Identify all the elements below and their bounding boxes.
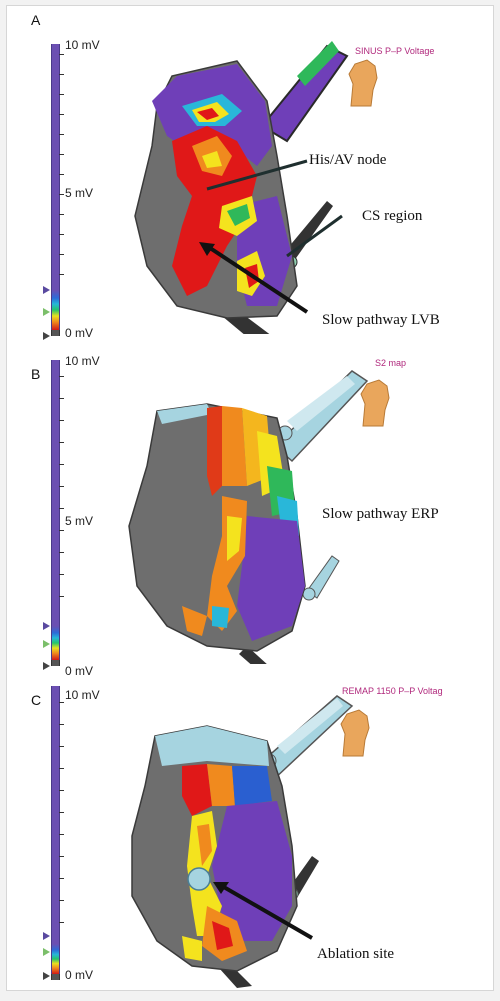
middle-threshold-marker[interactable] (43, 948, 50, 956)
scale-tick (59, 174, 64, 175)
scale-bar-gray (51, 974, 60, 980)
scale-tick (59, 486, 64, 487)
scale-tick (59, 900, 64, 901)
scale-max-label: 10 mV (65, 354, 100, 368)
map-title: REMAP 1150 P–P Voltag (342, 686, 443, 696)
panel-label: A (31, 12, 41, 28)
scale-tick (59, 812, 64, 813)
scale-tick (59, 114, 64, 115)
scale-tick (59, 574, 64, 575)
scale-tick (59, 746, 64, 747)
scale-tick (59, 254, 64, 255)
scale-min-label: 0 mV (65, 968, 94, 982)
scale-tick (59, 154, 64, 155)
scale-tick (59, 74, 64, 75)
scale-min-label: 0 mV (65, 664, 94, 678)
lower-threshold-marker[interactable] (43, 332, 50, 340)
voltage-map-a (134, 41, 349, 334)
panel-a: A 10 mV 5 mV 0 mV (7, 6, 493, 340)
scale-max-label: 10 mV (65, 688, 100, 702)
panel-c: C 10 mV 0 mV (7, 666, 493, 994)
scale-bar-purple (51, 44, 60, 290)
scale-bar-gradient (51, 626, 60, 660)
voltage-map-b (128, 370, 369, 664)
panel-label: C (31, 692, 42, 708)
scale-tick (59, 376, 64, 377)
scale-bar-purple (51, 686, 60, 944)
scale-mid-label: 5 mV (65, 186, 94, 200)
scale-tick (59, 420, 64, 421)
scale-tick (59, 54, 64, 55)
scale-tick (59, 194, 64, 195)
scale-tick (59, 398, 64, 399)
scale-max-label: 10 mV (65, 38, 100, 52)
hand-icon (348, 59, 378, 107)
scale-tick (59, 442, 64, 443)
middle-threshold-marker[interactable] (43, 308, 50, 316)
map-title: SINUS P–P Voltage (355, 46, 435, 56)
hand-icon (340, 709, 370, 757)
panel-label: B (31, 366, 41, 382)
scale-mid-label: 5 mV (65, 514, 94, 528)
annotation-his-av-node: His/AV node (309, 152, 387, 168)
annotation-ablation-site: Ablation site (317, 946, 395, 962)
scale-bar-gray (51, 330, 60, 336)
scale-tick (59, 856, 64, 857)
voltage-map-c (131, 695, 354, 988)
scale-tick (59, 552, 64, 553)
scale-tick (59, 724, 64, 725)
scale-bar-purple (51, 360, 60, 626)
annotation-slow-pathway-erp: Slow pathway ERP (322, 506, 439, 522)
annotation-slow-pathway-lvb: Slow pathway LVB (322, 312, 440, 328)
scale-tick (59, 702, 64, 703)
scale-tick (59, 922, 64, 923)
scale-tick (59, 768, 64, 769)
lower-threshold-marker[interactable] (43, 972, 50, 980)
scale-tick (59, 834, 64, 835)
hand-icon (360, 379, 390, 427)
scale-bar-gradient (51, 290, 60, 330)
scale-tick (59, 274, 64, 275)
scale-min-label: 0 mV (65, 326, 94, 340)
scale-tick (59, 214, 64, 215)
scale-tick (59, 464, 64, 465)
upper-threshold-marker[interactable] (43, 622, 50, 630)
scale-bar-gradient (51, 944, 60, 974)
figure-frame: A 10 mV 5 mV 0 mV (6, 5, 494, 991)
upper-threshold-marker[interactable] (43, 932, 50, 940)
map-title: S2 map (375, 358, 407, 368)
ablation-site-marker (187, 867, 211, 891)
scale-tick (59, 134, 64, 135)
lower-threshold-marker[interactable] (43, 662, 50, 670)
scale-tick (59, 878, 64, 879)
scale-tick (59, 234, 64, 235)
upper-threshold-marker[interactable] (43, 286, 50, 294)
middle-threshold-marker[interactable] (43, 640, 50, 648)
scale-tick (59, 530, 64, 531)
scale-tick (59, 790, 64, 791)
scale-tick (59, 508, 64, 509)
annotation-cs-region: CS region (362, 208, 423, 224)
scale-tick (59, 94, 64, 95)
scale-bar-gray (51, 660, 60, 666)
panel-b: B 10 mV 5 mV 0 mV (7, 336, 493, 678)
scale-tick (59, 596, 64, 597)
